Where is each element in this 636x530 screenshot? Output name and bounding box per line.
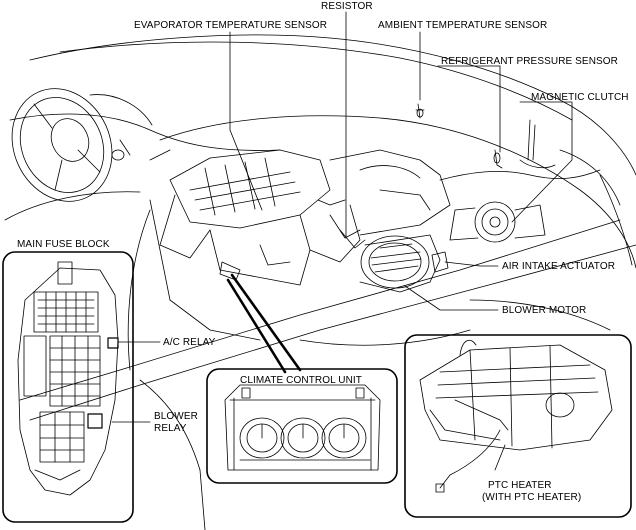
label-blower-motor: BLOWER MOTOR — [502, 305, 587, 316]
label-ptc-heater-line2: (WITH PTC HEATER) — [482, 492, 582, 503]
label-climate-control-unit: CLIMATE CONTROL UNIT — [240, 375, 363, 386]
callout-wedge-left — [230, 273, 302, 372]
compressor-part — [449, 201, 546, 243]
air-intake-actuator-part — [431, 251, 449, 273]
leader-lines — [111, 11, 573, 423]
label-ambient-temperature-sensor: AMBIENT TEMPERATURE SENSOR — [378, 20, 548, 31]
label-magnetic-clutch: MAGNETIC CLUTCH — [531, 92, 629, 103]
hvac-unit — [159, 149, 451, 286]
callout-wedge-right — [226, 278, 287, 374]
label-refrigerant-pressure-sensor: REFRIGERANT PRESSURE SENSOR — [441, 56, 618, 67]
label-main-fuse-block: MAIN FUSE BLOCK — [17, 239, 110, 250]
label-ac-relay: A/C RELAY — [163, 337, 216, 348]
label-air-intake-actuator: AIR INTAKE ACTUATOR — [502, 261, 616, 272]
vehicle-outline — [4, 34, 636, 530]
pressure-sensor-part — [494, 149, 503, 169]
fuse-block-inset — [2, 251, 134, 523]
climate-control-unit-inset — [206, 368, 398, 484]
ptc-heater-inset — [404, 334, 632, 518]
label-resistor: RESISTOR — [321, 1, 373, 12]
blower-motor-part — [359, 234, 441, 293]
label-ptc-heater-line1: PTC HEATER — [488, 480, 552, 491]
refrigerant-line — [439, 169, 601, 181]
label-evaporator-temperature-sensor: EVAPORATOR TEMPERATURE SENSOR — [134, 20, 328, 31]
steering-wheel — [11, 88, 153, 202]
label-blower-relay-line1: BLOWER — [154, 411, 198, 422]
label-blower-relay-line2: RELAY — [154, 423, 187, 434]
